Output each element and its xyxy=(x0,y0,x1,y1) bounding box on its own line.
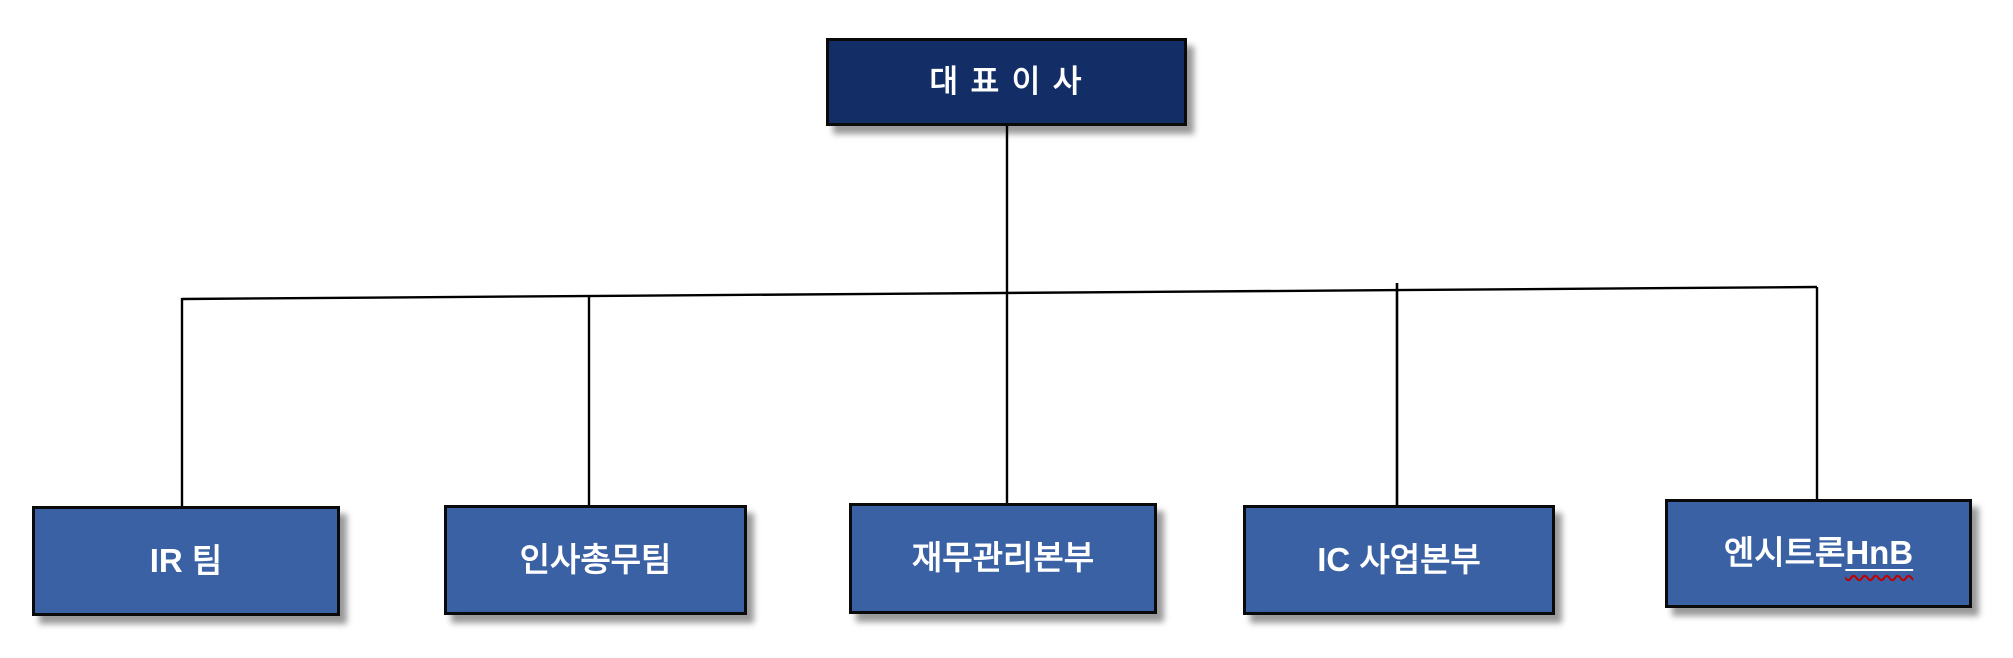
org-node-ceo-label: 대 표 이 사 xyxy=(929,63,1084,99)
org-node-encitron-hnb[interactable]: 엔시트론HnB xyxy=(1665,499,1972,608)
org-node-ceo[interactable]: 대 표 이 사 xyxy=(826,38,1187,126)
org-node-label: 재무관리본부 xyxy=(911,539,1095,577)
org-node-label: IC 사업본부 xyxy=(1317,540,1481,578)
org-node-ir-team[interactable]: IR 팀 xyxy=(32,506,340,616)
org-node-label: 엔시트론HnB xyxy=(1724,535,1913,571)
org-node-label-underlined: HnB xyxy=(1845,534,1914,572)
org-node-label: 인사총무팀 xyxy=(519,540,672,578)
org-node-hr-general-affairs-team[interactable]: 인사총무팀 xyxy=(444,505,747,615)
spellcheck-squiggle: HnB xyxy=(1845,534,1913,571)
org-node-ic-business-division[interactable]: IC 사업본부 xyxy=(1243,505,1555,615)
org-node-label-main: 엔시트론 xyxy=(1723,534,1846,572)
org-node-label: IR 팀 xyxy=(149,541,223,579)
org-node-finance-management-division[interactable]: 재무관리본부 xyxy=(849,503,1157,614)
